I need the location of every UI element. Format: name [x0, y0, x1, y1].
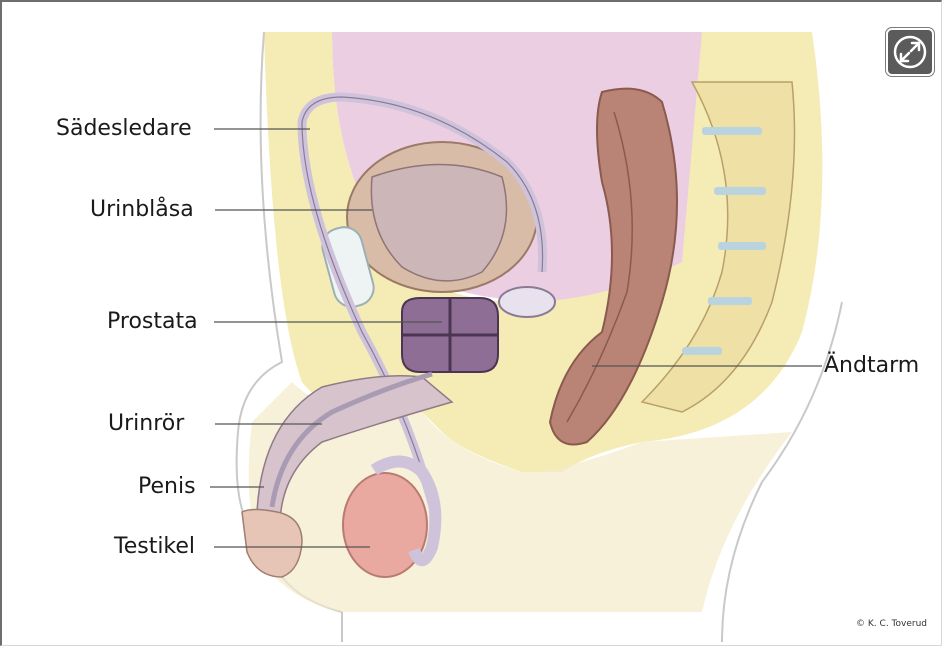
label-prostate: Prostata: [107, 311, 198, 333]
label-urethra: Urinrör: [108, 413, 184, 435]
label-rectum: Ändtarm: [824, 355, 919, 377]
copyright-text: © K. C. Toverud: [856, 619, 927, 629]
seminal-vesicle: [499, 287, 555, 317]
label-penis: Penis: [138, 476, 196, 498]
label-testicle: Testikel: [114, 536, 195, 558]
label-bladder: Urinblåsa: [90, 199, 194, 221]
label-vas-deferens: Sädesledare: [56, 118, 192, 140]
expand-icon: [892, 34, 928, 70]
expand-button[interactable]: [886, 28, 934, 76]
glans: [242, 510, 302, 578]
